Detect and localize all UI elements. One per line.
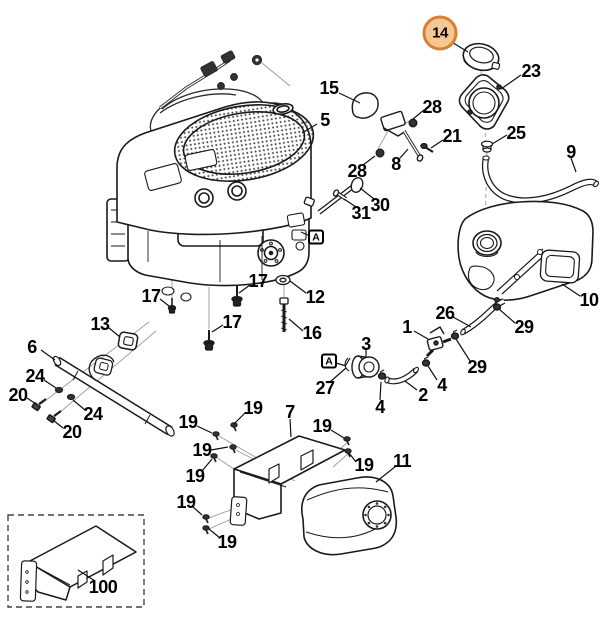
callout-14[interactable]: 14 <box>422 15 458 51</box>
callout-28[interactable]: 28 <box>347 161 367 181</box>
leader-lines <box>26 40 581 582</box>
throttle-control <box>351 92 434 162</box>
callout-19[interactable]: 19 <box>178 412 198 432</box>
callout-27[interactable]: 27 <box>315 378 335 398</box>
callout-100[interactable]: 100 <box>88 577 118 597</box>
callout-17[interactable]: 17 <box>141 286 161 306</box>
callout-4[interactable]: 4 <box>375 397 385 417</box>
fuel-tank <box>457 200 594 303</box>
callout-19[interactable]: 19 <box>176 492 196 512</box>
tank-strap <box>496 248 549 295</box>
fuel-hose-9 <box>482 155 600 204</box>
callout-19[interactable]: 19 <box>192 440 212 460</box>
fasteners-center <box>167 274 291 351</box>
ref-marker-A: A <box>321 353 337 369</box>
callout-24[interactable]: 24 <box>83 404 103 424</box>
callout-12[interactable]: 12 <box>305 287 325 307</box>
callout-19[interactable]: 19 <box>243 398 263 418</box>
callout-11[interactable]: 11 <box>392 451 412 471</box>
callout-23[interactable]: 23 <box>521 61 541 81</box>
callout-19[interactable]: 19 <box>185 466 205 486</box>
callout-28[interactable]: 28 <box>422 97 442 117</box>
callout-31[interactable]: 31 <box>351 203 371 223</box>
callout-29[interactable]: 29 <box>467 357 487 377</box>
filter-3 <box>351 355 380 379</box>
washer-24 <box>66 393 76 401</box>
fuel-valve-group <box>344 298 506 385</box>
carburetor <box>286 212 306 228</box>
tank-collar <box>458 74 510 130</box>
callout-3[interactable]: 3 <box>361 334 371 354</box>
callout-1[interactable]: 1 <box>402 317 412 337</box>
ref-marker-A: A <box>308 229 324 245</box>
hose-2 <box>384 376 390 384</box>
wiring-harness <box>147 50 301 156</box>
grommet <box>480 140 494 153</box>
callout-8[interactable]: 8 <box>391 154 401 174</box>
callout-20[interactable]: 20 <box>62 422 82 442</box>
clamp-29 <box>492 300 502 311</box>
engine <box>106 101 315 302</box>
callout-20[interactable]: 20 <box>8 385 28 405</box>
callout-25[interactable]: 25 <box>506 123 526 143</box>
axle-tube-6 <box>55 358 172 434</box>
callout-15[interactable]: 15 <box>319 78 339 98</box>
washer-24 <box>54 386 64 394</box>
valve-1 <box>425 326 452 358</box>
hose-26 <box>460 328 466 336</box>
bolt-17 <box>203 330 215 351</box>
callout-6[interactable]: 6 <box>27 337 37 357</box>
cap-15 <box>351 92 379 119</box>
callout-26[interactable]: 26 <box>435 303 455 323</box>
callout-13[interactable]: 13 <box>90 314 110 334</box>
callout-7[interactable]: 7 <box>285 402 295 422</box>
callout-19[interactable]: 19 <box>312 416 332 436</box>
nut-28 <box>408 118 418 128</box>
heat-shield <box>229 435 346 526</box>
callout-16[interactable]: 16 <box>302 323 322 343</box>
bracket <box>380 110 406 132</box>
callout-19[interactable]: 19 <box>217 532 237 552</box>
clamp-4 <box>421 356 431 367</box>
callout-2[interactable]: 2 <box>418 385 428 405</box>
clip-27 <box>344 357 351 372</box>
callout-29[interactable]: 29 <box>514 317 534 337</box>
callout-5[interactable]: 5 <box>320 110 330 130</box>
callout-30[interactable]: 30 <box>370 195 390 215</box>
callout-19[interactable]: 19 <box>354 455 374 475</box>
callout-17[interactable]: 17 <box>222 312 242 332</box>
clamp-4 <box>377 369 387 380</box>
fuel-cap <box>462 42 501 72</box>
callout-24[interactable]: 24 <box>25 366 45 386</box>
callout-9[interactable]: 9 <box>566 142 576 162</box>
callout-21[interactable]: 21 <box>442 126 462 146</box>
cover-100 <box>19 525 137 602</box>
clamp-29 <box>450 329 460 340</box>
bolt-16 <box>279 297 289 332</box>
bolt-20 <box>31 398 47 412</box>
callout-10[interactable]: 10 <box>579 290 599 310</box>
bolt-17 <box>167 298 177 314</box>
axle-group <box>31 331 175 437</box>
callout-4[interactable]: 4 <box>437 375 447 395</box>
nut-28 <box>375 148 385 158</box>
muffler <box>301 476 398 556</box>
screws-19 <box>202 422 352 535</box>
bolt-17 <box>231 286 243 307</box>
inset-box <box>7 514 145 608</box>
callout-17[interactable]: 17 <box>248 271 268 291</box>
